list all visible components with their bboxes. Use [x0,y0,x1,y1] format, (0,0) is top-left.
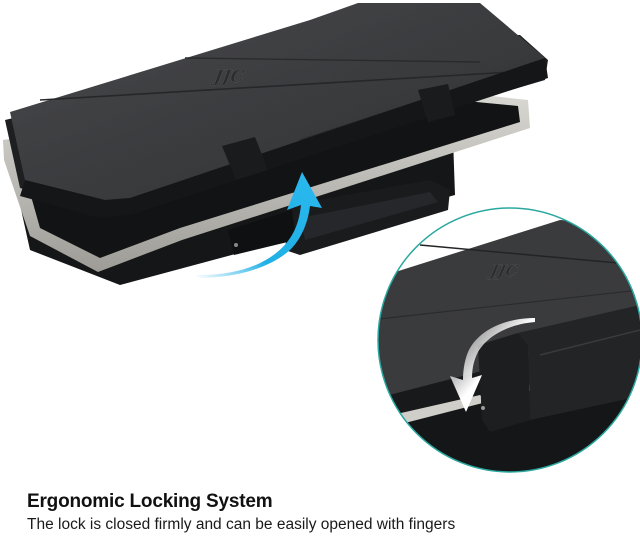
brand-logo-closeup: JJC [486,261,521,280]
caption-title: Ergonomic Locking System [27,491,273,512]
close-arrow-icon [450,318,535,412]
brand-logo: JJC [210,67,246,87]
caption: Ergonomic Locking System The lock is clo… [27,490,627,535]
zoom-circle-border [377,207,640,473]
latch-closeup: JJC [377,207,640,473]
open-arrow-icon [196,172,322,278]
caption-description: The lock is closed firmly and can be eas… [27,516,456,533]
memory-card-case: JJC [3,3,548,285]
